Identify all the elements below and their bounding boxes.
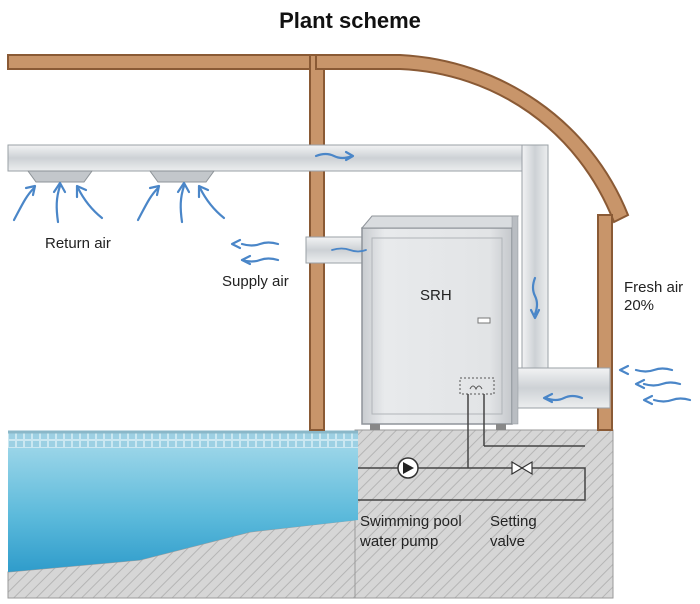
pump-label-line2: water pump [360, 533, 439, 550]
fresh-air-percent-label: 20% [624, 297, 655, 314]
airflow-arrow [240, 257, 280, 263]
airflow-arrow [240, 241, 280, 247]
airflow-arrow [634, 367, 674, 373]
airflow-arrow [197, 184, 210, 199]
airflow-arrow [76, 186, 104, 220]
airflow-arrows [12, 150, 692, 406]
title: Plant scheme [279, 8, 421, 33]
airflow-arrow [176, 181, 191, 194]
airflow-arrow [531, 276, 539, 316]
supply-duct [305, 236, 369, 264]
airflow-arrow [75, 184, 88, 199]
main-duct [7, 144, 611, 409]
return-air-grilles [27, 170, 215, 183]
airflow-arrow [52, 181, 67, 194]
return-air-label: Return air [45, 235, 111, 252]
valve-label-line1: Setting [490, 513, 537, 530]
airflow-arrow [618, 364, 630, 376]
airflow-arrow [642, 381, 682, 387]
airflow-arrow [148, 184, 161, 197]
airflow-arrow [12, 186, 36, 222]
srh-unit-label: SRH [420, 287, 452, 304]
pump-label-line1: Swimming pool [360, 513, 462, 530]
airflow-arrow [230, 238, 242, 250]
ground [7, 429, 614, 599]
airflow-arrow [542, 392, 554, 404]
airflow-arrow [652, 397, 692, 403]
airflow-arrow [529, 308, 541, 320]
airflow-arrow [314, 152, 354, 160]
airflow-arrow [24, 184, 37, 197]
airflow-arrow [642, 394, 654, 406]
pump-icon [397, 457, 419, 479]
airflow-arrow [634, 378, 646, 390]
supply-air-label: Supply air [222, 273, 289, 290]
airflow-arrow [544, 394, 584, 402]
airflow-arrow [136, 186, 160, 222]
airflow-arrow [344, 150, 355, 162]
srh-unit [360, 215, 519, 430]
swimming-pool [8, 430, 358, 572]
valve-label-line2: valve [490, 533, 526, 550]
airflow-arrow [240, 254, 252, 266]
fresh-air-label: Fresh air [624, 279, 684, 296]
airflow-arrow [331, 247, 367, 253]
airflow-arrow [55, 184, 62, 224]
airflow-arrow [198, 186, 226, 220]
valve-icon [511, 460, 533, 476]
water-piping [358, 394, 586, 501]
airflow-arrow [179, 184, 186, 224]
